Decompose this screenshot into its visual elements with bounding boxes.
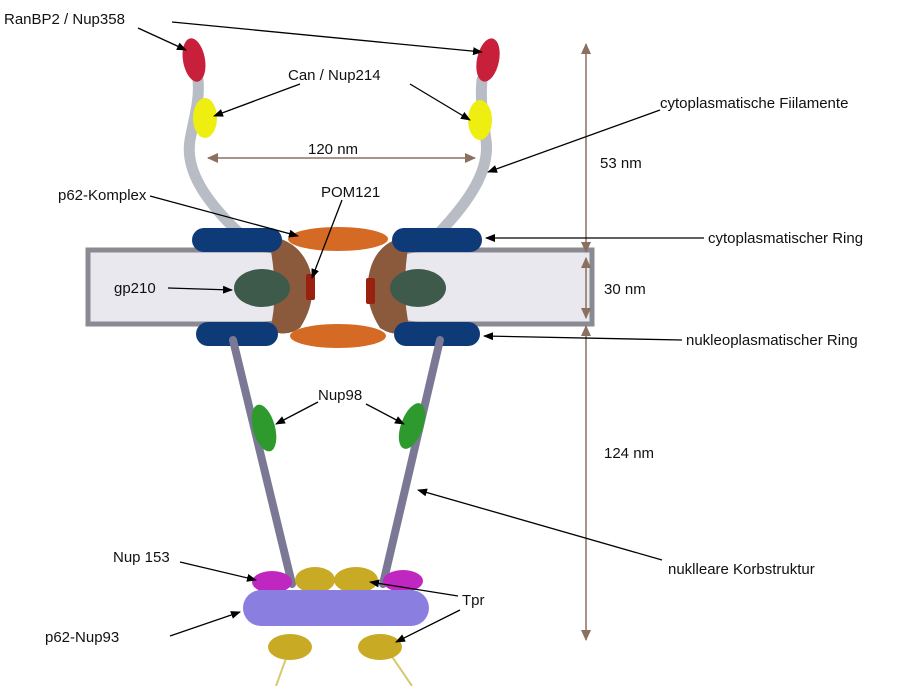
arrow-nucleo-ring	[484, 336, 682, 340]
label-cyto-filaments: cytoplasmatische Fiilamente	[660, 95, 848, 112]
label-p62-nup93: p62-Nup93	[45, 629, 119, 646]
label-gp210: gp210	[114, 280, 156, 297]
arrow-nup153	[180, 562, 256, 580]
gp210-left	[234, 269, 290, 307]
pom121-left	[306, 274, 315, 300]
basket-strand-left	[233, 340, 292, 584]
nup153-right	[383, 570, 423, 592]
tpr-bottom-2	[358, 634, 402, 660]
nup93-bar	[243, 590, 429, 626]
can-right	[468, 100, 492, 140]
label-can: Can / Nup214	[288, 67, 381, 84]
tpr-top-1	[295, 567, 335, 593]
nup153-left	[252, 571, 292, 593]
tpr-top-2	[334, 567, 378, 593]
label-nucleo-ring: nukleoplasmatischer Ring	[686, 332, 858, 349]
cyto-ring-right	[392, 228, 482, 252]
arrow-ranbp2-right	[172, 22, 482, 52]
label-basket: nuklleare Korbstruktur	[668, 561, 815, 578]
label-124nm: 124 nm	[604, 445, 654, 462]
p62-top	[288, 227, 388, 251]
arrow-ranbp2-left	[138, 28, 186, 50]
ranbp2-right	[473, 36, 504, 84]
gp210-right	[390, 269, 446, 307]
label-53nm: 53 nm	[600, 155, 642, 172]
tpr-bottom-1	[268, 634, 312, 660]
label-nup98: Nup98	[318, 387, 362, 404]
label-nup153: Nup 153	[113, 549, 170, 566]
basket-strand-right	[383, 340, 440, 584]
arrow-can-right	[410, 84, 470, 120]
label-p62-complex: p62-Komplex	[58, 187, 147, 204]
label-120nm: 120 nm	[308, 141, 358, 158]
arrow-basket	[418, 490, 662, 560]
label-pom121: POM121	[321, 184, 380, 201]
arrow-nup98-left	[276, 402, 318, 424]
cyto-ring-left	[192, 228, 282, 252]
label-30nm: 30 nm	[604, 281, 646, 298]
label-cyto-ring: cytoplasmatischer Ring	[708, 230, 863, 247]
pom121-right	[366, 278, 375, 304]
arrow-can-left	[214, 84, 300, 116]
can-left	[193, 98, 217, 138]
arrow-nup98-right	[366, 404, 404, 424]
p62-bottom	[290, 324, 386, 348]
ranbp2-left	[179, 36, 208, 83]
arrow-p62-nup93	[170, 612, 240, 636]
label-tpr: Tpr	[462, 592, 485, 609]
label-ranbp2: RanBP2 / Nup358	[4, 11, 125, 28]
